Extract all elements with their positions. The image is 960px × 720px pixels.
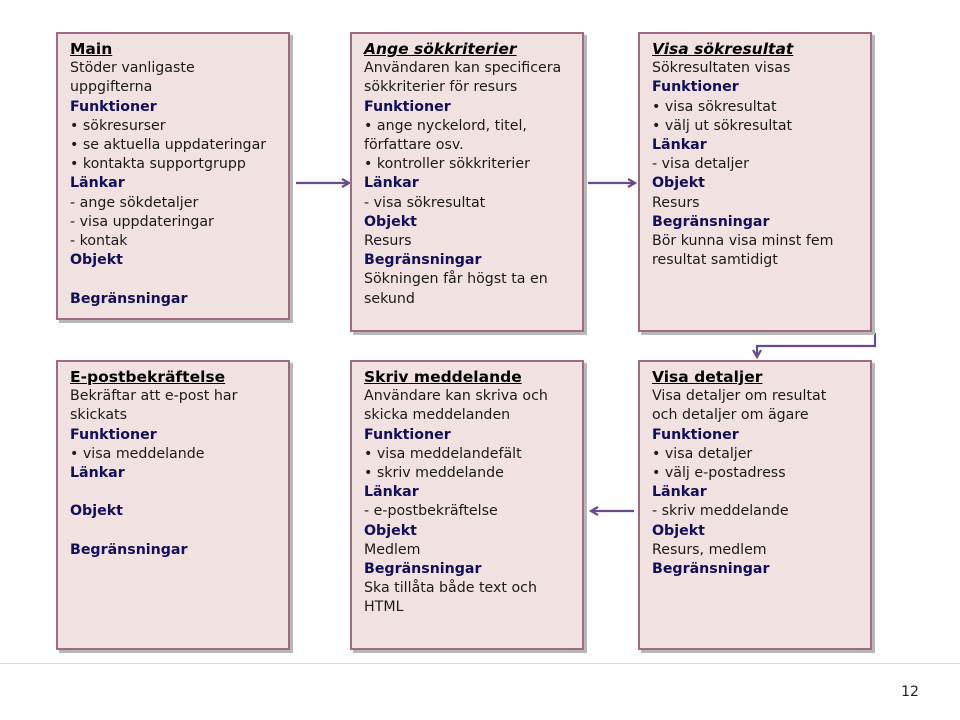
bullet-item: kontroller sökkriterier (364, 155, 572, 174)
page-number: 12 (901, 684, 919, 700)
text-line (70, 270, 278, 289)
text-line: och detaljer om ägare (652, 407, 809, 424)
text-line: - skriv meddelande (652, 503, 789, 520)
text-line: - e-postbekräftelse (364, 503, 498, 520)
text-line: skickats (70, 407, 127, 424)
section-heading: Begränsningar (364, 252, 482, 269)
section-heading: Begränsningar (652, 561, 770, 578)
section-heading: Begränsningar (364, 561, 482, 578)
bullet-item: välj e-postadress (652, 464, 860, 483)
section-heading: Objekt (652, 522, 705, 539)
bullet-item: visa meddelandefält (364, 445, 572, 464)
text-line: Användare kan skriva och (364, 388, 548, 405)
bullet-item: kontakta supportgrupp (70, 155, 278, 174)
text-line: Sökningen får högst ta en (364, 271, 548, 288)
footer-divider (0, 663, 960, 664)
text-line: - visa sökresultat (364, 194, 486, 211)
text-line: Sökresultaten visas (652, 60, 791, 77)
section-heading: Funktioner (364, 426, 451, 443)
text-line: - kontak (70, 233, 128, 250)
text-line: sekund (364, 290, 415, 307)
section-heading: Funktioner (652, 79, 739, 96)
box-title: Visa sökresultat (652, 40, 794, 58)
text-line: uppgifterna (70, 79, 153, 96)
section-heading: Funktioner (70, 98, 157, 115)
bullet-item: visa detaljer (652, 445, 860, 464)
section-heading: Objekt (364, 213, 417, 230)
bullet-item: se aktuella uppdateringar (70, 136, 278, 155)
bullet-item: ange nyckelord, titel, (364, 117, 572, 136)
text-line: sökkriterier för resurs (364, 79, 518, 96)
bullet-item: skriv meddelande (364, 464, 572, 483)
section-heading: Länkar (70, 175, 125, 192)
section-heading: Begränsningar (652, 213, 770, 230)
section-heading: Funktioner (70, 426, 157, 443)
section-heading: Funktioner (652, 426, 739, 443)
box-title: Skriv meddelande (364, 368, 522, 386)
text-line: - visa uppdateringar (70, 213, 214, 230)
text-line: Medlem (364, 541, 421, 558)
box-title: Ange sökkriterier (364, 40, 517, 58)
arrow-visa-sok-to-visa-det (757, 333, 877, 356)
text-line: Resurs (652, 194, 700, 211)
box-title: Visa detaljer (652, 368, 763, 386)
box-title: Main (70, 40, 113, 58)
text-line: Stöder vanligaste (70, 60, 195, 77)
bullet-item: välj ut sökresultat (652, 117, 860, 136)
bullet-item: visa meddelande (70, 445, 278, 464)
box-title: E-postbekräftelse (70, 368, 226, 386)
section-heading: Länkar (70, 465, 125, 482)
text-line: Användaren kan specificera (364, 60, 562, 77)
text-line (70, 483, 278, 502)
text-line: skicka meddelanden (364, 407, 511, 424)
section-heading: Begränsningar (70, 290, 188, 307)
text-line: - ange sökdetaljer (70, 194, 199, 211)
text-line: HTML (364, 599, 404, 616)
section-heading: Länkar (364, 484, 419, 501)
text-line: resultat samtidigt (652, 252, 778, 269)
section-heading: Länkar (652, 137, 707, 154)
section-heading: Objekt (364, 522, 417, 539)
text-line: författare osv. (364, 137, 464, 154)
section-heading: Objekt (70, 252, 123, 269)
section-heading: Länkar (364, 175, 419, 192)
text-line: - visa detaljer (652, 156, 749, 173)
text-line: Visa detaljer om resultat (652, 388, 827, 405)
text-line: Ska tillåta både text och (364, 580, 537, 597)
text-line (70, 522, 278, 541)
section-heading: Begränsningar (70, 541, 188, 558)
section-heading: Objekt (652, 175, 705, 192)
bullet-item: sökresurser (70, 117, 278, 136)
section-heading: Länkar (652, 484, 707, 501)
section-heading: Funktioner (364, 98, 451, 115)
text-line: Bekräftar att e-post har (70, 388, 238, 405)
section-heading: Objekt (70, 503, 123, 520)
bullet-item: visa sökresultat (652, 98, 860, 117)
text-line: Resurs (364, 233, 412, 250)
text-line: Resurs, medlem (652, 541, 767, 558)
text-line: Bör kunna visa minst fem (652, 233, 834, 250)
